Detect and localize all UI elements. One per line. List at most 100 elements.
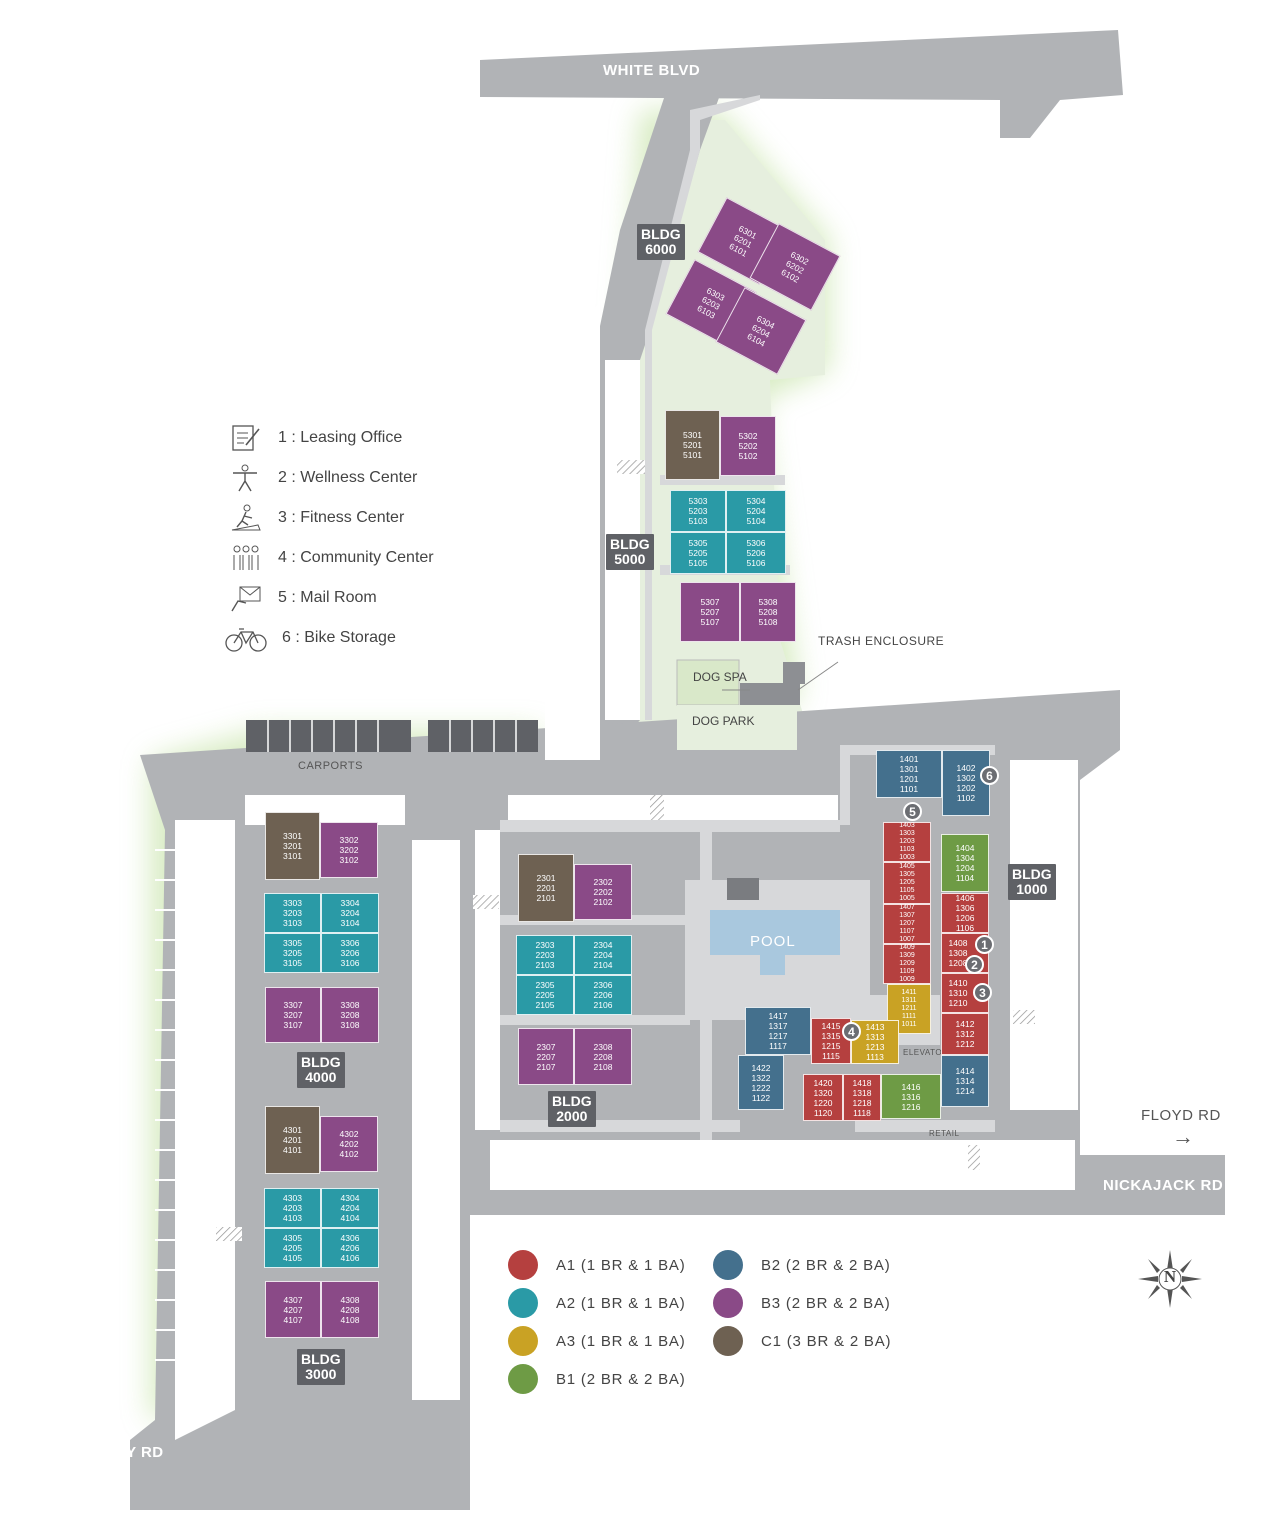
unit-label: 1401 1301 1201 1101 bbox=[899, 754, 919, 794]
unit-1414[interactable]: 1414 1314 1214 bbox=[941, 1055, 989, 1107]
unit-3304[interactable]: 3304 3204 3104 bbox=[321, 893, 379, 933]
unit-1405[interactable]: 1405 1305 1205 1105 1005 bbox=[883, 862, 931, 904]
unit-label: 2306 2206 2106 bbox=[593, 980, 613, 1010]
unit-2306[interactable]: 2306 2206 2106 bbox=[574, 975, 632, 1015]
unit-label: 1417 1317 1217 1117 bbox=[768, 1011, 788, 1051]
pool-label: POOL bbox=[750, 933, 796, 950]
unit-label: 4304 4204 4104 bbox=[340, 1193, 360, 1223]
unit-4305[interactable]: 4305 4205 4105 bbox=[264, 1228, 321, 1268]
unit-4306[interactable]: 4306 4206 4106 bbox=[321, 1228, 379, 1268]
unit-2302[interactable]: 2302 2202 2102 bbox=[574, 864, 632, 920]
unit-2301[interactable]: 2301 2201 2101 bbox=[518, 854, 574, 922]
mail-room-icon bbox=[231, 586, 261, 612]
unit-2305[interactable]: 2305 2205 2105 bbox=[516, 975, 574, 1015]
compass-north-label: N bbox=[1163, 1267, 1177, 1286]
unit-4308[interactable]: 4308 4208 4108 bbox=[321, 1281, 379, 1338]
unit-1411[interactable]: 1411 1311 1211 1111 1011 bbox=[887, 984, 931, 1034]
legend-item-bike-storage: 6 : Bike Storage bbox=[224, 623, 396, 653]
unit-5302[interactable]: 5302 5202 5102 bbox=[720, 416, 776, 476]
amenity-marker-2[interactable]: 2 bbox=[965, 955, 984, 974]
amenity-marker-3[interactable]: 3 bbox=[973, 983, 992, 1002]
unit-3307[interactable]: 3307 3207 3107 bbox=[265, 987, 321, 1043]
unit-5305[interactable]: 5305 5205 5105 bbox=[670, 532, 726, 574]
unit-5308[interactable]: 5308 5208 5108 bbox=[740, 582, 796, 642]
unit-4303[interactable]: 4303 4203 4103 bbox=[264, 1188, 321, 1228]
unit-type-swatch bbox=[508, 1288, 538, 1318]
unit-4302[interactable]: 4302 4202 4102 bbox=[320, 1116, 378, 1172]
unit-2303[interactable]: 2303 2203 2103 bbox=[516, 935, 574, 975]
unit-1407[interactable]: 1407 1307 1207 1107 1007 bbox=[883, 904, 931, 944]
unit-label: 1418 1318 1218 1118 bbox=[852, 1077, 872, 1118]
unit-label: 5308 5208 5108 bbox=[758, 597, 778, 627]
unit-3302[interactable]: 3302 3202 3102 bbox=[320, 822, 378, 878]
unit-5301[interactable]: 5301 5201 5101 bbox=[665, 410, 720, 480]
dog-park-label: DOG PARK bbox=[692, 714, 755, 728]
unit-label: 3307 3207 3107 bbox=[283, 1000, 303, 1030]
dog-spa-label: DOG SPA bbox=[693, 670, 747, 684]
unit-label: 4306 4206 4106 bbox=[340, 1233, 360, 1263]
unit-label: 6303 6203 6103 bbox=[695, 285, 727, 321]
unit-label: 4302 4202 4102 bbox=[339, 1129, 359, 1159]
compass-rose-icon bbox=[1138, 1250, 1202, 1308]
unit-1422[interactable]: 1422 1322 1222 1122 bbox=[738, 1055, 784, 1110]
unit-label: 1409 1309 1209 1109 1009 bbox=[899, 944, 915, 983]
unit-4301[interactable]: 4301 4201 4101 bbox=[265, 1106, 320, 1174]
unit-1412[interactable]: 1412 1312 1212 bbox=[941, 1013, 989, 1055]
unit-1417[interactable]: 1417 1317 1217 1117 bbox=[745, 1007, 811, 1055]
unit-1401[interactable]: 1401 1301 1201 1101 bbox=[876, 750, 942, 798]
unit-type-a1: A1 (1 BR & 1 BA) bbox=[508, 1250, 686, 1280]
unit-label: 1404 1304 1204 1104 bbox=[955, 843, 975, 883]
unit-4304[interactable]: 4304 4204 4104 bbox=[321, 1188, 379, 1228]
unit-2307[interactable]: 2307 2207 2107 bbox=[518, 1028, 574, 1085]
unit-label: 4305 4205 4105 bbox=[283, 1233, 302, 1263]
amenity-marker-1[interactable]: 1 bbox=[975, 935, 994, 954]
amenity-marker-4[interactable]: 4 bbox=[842, 1022, 861, 1041]
unit-5304[interactable]: 5304 5204 5104 bbox=[726, 490, 786, 532]
unit-label: 3301 3201 3101 bbox=[283, 831, 302, 861]
unit-label: 2303 2203 2103 bbox=[535, 940, 555, 970]
unit-5306[interactable]: 5306 5206 5106 bbox=[726, 532, 786, 574]
unit-3303[interactable]: 3303 3203 3103 bbox=[264, 893, 321, 933]
unit-label: 5307 5207 5107 bbox=[700, 597, 720, 627]
road-label-nickajack-rd: NICKAJACK RD bbox=[1103, 1177, 1224, 1194]
unit-label: 1411 1311 1211 1111 1011 bbox=[901, 989, 917, 1028]
unit-type-label: B2 (2 BR & 2 BA) bbox=[761, 1256, 891, 1274]
unit-2308[interactable]: 2308 2208 2108 bbox=[574, 1028, 632, 1085]
legend-label: 1 : Leasing Office bbox=[278, 429, 403, 446]
unit-label: 1413 1313 1213 1113 bbox=[865, 1022, 885, 1062]
unit-label: 1414 1314 1214 bbox=[955, 1066, 975, 1096]
unit-1416[interactable]: 1416 1316 1216 bbox=[881, 1074, 941, 1119]
unit-5303[interactable]: 5303 5203 5103 bbox=[670, 490, 726, 532]
unit-1418[interactable]: 1418 1318 1218 1118 bbox=[843, 1074, 881, 1121]
unit-1409[interactable]: 1409 1309 1209 1109 1009 bbox=[883, 944, 931, 984]
unit-3301[interactable]: 3301 3201 3101 bbox=[265, 812, 320, 880]
unit-3305[interactable]: 3305 3205 3105 bbox=[264, 933, 321, 973]
leasing-office-icon bbox=[232, 425, 260, 451]
carports-label: CARPORTS bbox=[298, 760, 363, 772]
legend-label: 4 : Community Center bbox=[278, 549, 434, 566]
legend-item-community-center: 4 : Community Center bbox=[228, 543, 434, 573]
legend-label: 5 : Mail Room bbox=[278, 589, 377, 606]
amenity-marker-6[interactable]: 6 bbox=[980, 766, 999, 785]
unit-1413[interactable]: 1413 1313 1213 1113 bbox=[851, 1020, 899, 1064]
unit-label: 3304 3204 3104 bbox=[340, 898, 360, 928]
unit-3308[interactable]: 3308 3208 3108 bbox=[321, 987, 379, 1043]
unit-5307[interactable]: 5307 5207 5107 bbox=[680, 582, 740, 642]
community-center-icon bbox=[233, 545, 259, 570]
unit-1403[interactable]: 1403 1303 1203 1103 1003 bbox=[883, 822, 931, 862]
legend-item-wellness-center: 2 : Wellness Center bbox=[228, 463, 417, 493]
unit-label: 1405 1305 1205 1105 1005 bbox=[899, 863, 915, 902]
unit-type-swatch bbox=[508, 1250, 538, 1280]
unit-2304[interactable]: 2304 2204 2104 bbox=[574, 935, 632, 975]
unit-label: 1408 1308 1208 bbox=[948, 938, 968, 968]
unit-3306[interactable]: 3306 3206 3106 bbox=[321, 933, 379, 973]
unit-1406[interactable]: 1406 1306 1206 1106 bbox=[941, 893, 989, 933]
amenity-marker-5[interactable]: 5 bbox=[903, 802, 922, 821]
unit-type-swatch bbox=[508, 1364, 538, 1394]
unit-1420[interactable]: 1420 1320 1220 1120 bbox=[803, 1074, 843, 1121]
unit-4307[interactable]: 4307 4207 4107 bbox=[265, 1281, 321, 1338]
bike-storage-icon bbox=[225, 628, 267, 652]
unit-label: 1406 1306 1206 1106 bbox=[955, 893, 975, 933]
legend-item-mail-room: 5 : Mail Room bbox=[228, 583, 377, 613]
unit-1404[interactable]: 1404 1304 1204 1104 bbox=[941, 834, 989, 892]
